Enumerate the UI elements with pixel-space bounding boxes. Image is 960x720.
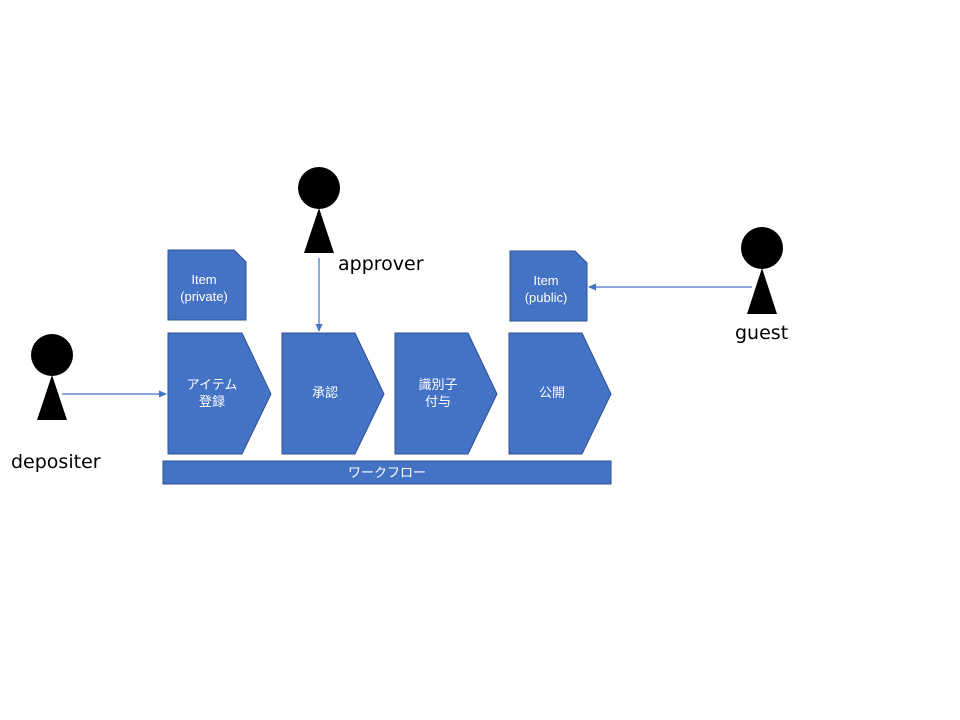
depositer-body-icon — [37, 375, 67, 420]
step-shape — [167, 332, 272, 455]
step-publish: 公開 — [508, 332, 612, 455]
item-private-line1: Item — [191, 272, 216, 287]
step-shape — [394, 332, 498, 455]
approver-label: approver — [338, 253, 424, 275]
item-public-line1: Item — [533, 273, 558, 288]
step-item-registration: アイテム 登録 — [167, 332, 272, 455]
step-approval: 承認 — [281, 332, 385, 455]
document-icon — [167, 249, 247, 321]
step-3-line2: 付与 — [425, 395, 451, 410]
guest-head-icon — [741, 227, 783, 269]
depositer-actor: depositer — [11, 334, 101, 473]
approver-actor: approver — [298, 167, 424, 275]
step-3-line1: 識別子 — [418, 378, 457, 393]
step-identifier-assignment: 識別子 付与 — [394, 332, 498, 455]
guest-body-icon — [747, 268, 777, 314]
guest-label: guest — [735, 322, 788, 344]
step-shape — [508, 332, 612, 455]
item-public-line2: (public) — [525, 290, 568, 305]
item-private-line2: (private) — [180, 289, 228, 304]
workflow-bar: ワークフロー — [162, 460, 612, 485]
depositer-label: depositer — [11, 451, 101, 473]
depositer-head-icon — [31, 334, 73, 376]
item-private-document: Item (private) — [167, 249, 247, 321]
approver-head-icon — [298, 167, 340, 209]
step-2-line1: 承認 — [312, 385, 338, 401]
workflow-bar-shape — [162, 460, 612, 485]
guest-actor: guest — [735, 227, 788, 344]
approver-body-icon — [304, 208, 334, 253]
workflow-label: ワークフロー — [348, 466, 426, 481]
document-icon — [509, 250, 588, 322]
item-public-document: Item (public) — [509, 250, 588, 322]
step-shape — [281, 332, 385, 455]
step-1-line2: 登録 — [199, 395, 225, 410]
step-1-line1: アイテム — [187, 378, 238, 393]
step-4-line1: 公開 — [539, 386, 565, 401]
